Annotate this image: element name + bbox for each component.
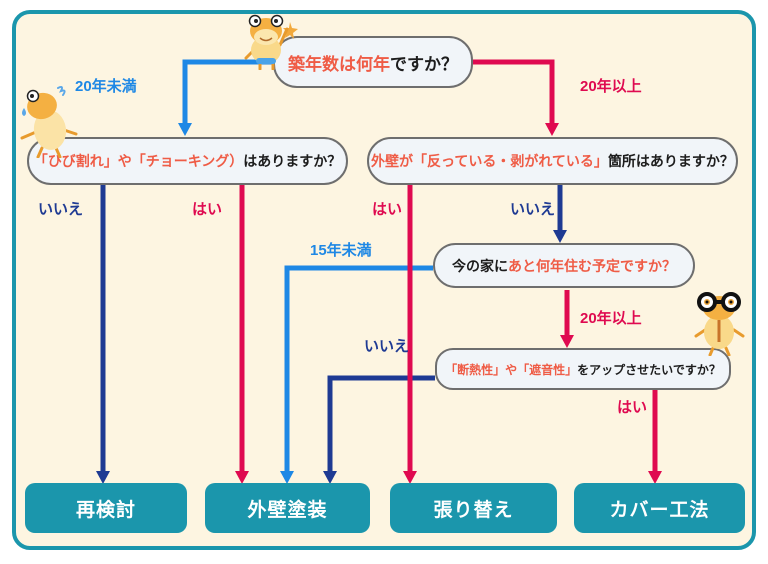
teardrop-icon <box>22 108 26 116</box>
label-live-over20: 20年以上 <box>580 310 642 327</box>
sparkle-star-icon <box>283 22 298 39</box>
question-rest-text: 箇所はありますか？ <box>607 153 734 169</box>
label-crack-yes: はい <box>192 201 223 218</box>
question-box-building-age: 築年数は何年ですか？ <box>273 36 473 88</box>
label-warp-no: いいえ <box>510 201 556 218</box>
label-warp-yes: はい <box>372 201 403 218</box>
question-box-years-to-live: 今の家にあと何年住む予定ですか？ <box>433 243 695 288</box>
question-highlight-text: 「断熱性」や「遮音性」 <box>445 362 578 377</box>
connector-live-under15 <box>280 265 433 484</box>
label-crack-no: いいえ <box>38 201 84 218</box>
question-highlight-text: 築年数は何年 <box>288 54 390 74</box>
connector-age-under20 <box>178 59 273 136</box>
result-box-cover-method: カバー工法 <box>574 483 745 533</box>
frog-mascot <box>244 14 298 70</box>
question-prefix-text: 今の家に <box>452 257 508 274</box>
connector-age-over20 <box>473 59 559 136</box>
question-highlight-text: あと何年住む予定ですか？ <box>508 257 676 274</box>
worried-frog-mascot <box>20 86 78 158</box>
result-box-replacement: 張り替え <box>390 483 557 533</box>
question-box-cracks-chalking: 「ひび割れ」や「チョーキング）はありますか？ <box>27 137 348 185</box>
connector-upgrade-no <box>323 375 435 484</box>
sweat-marks-icon <box>57 86 66 96</box>
question-rest-text: はありますか？ <box>243 153 342 169</box>
question-box-warp-peel: 外壁が「反っている・剥がれている」箇所はありますか？ <box>367 137 738 185</box>
question-box-insulation-soundproof: 「断熱性」や「遮音性」をアップさせたいですか？ <box>435 348 731 390</box>
label-age-under20: 20年未満 <box>75 78 137 95</box>
label-upgrade-no: いいえ <box>364 338 410 355</box>
question-rest-text: ですか？ <box>390 54 458 74</box>
label-live-under15: 15年未満 <box>310 242 372 259</box>
label-age-over20: 20年以上 <box>580 78 642 95</box>
question-highlight-text: 外壁が「反っている・剥がれている」 <box>371 153 608 169</box>
result-box-reconsider: 再検討 <box>25 483 187 533</box>
result-box-exterior-painting: 外壁塗装 <box>205 483 370 533</box>
question-highlight-text: 「ひび割れ」や「チョーキング） <box>33 153 244 169</box>
glasses-frog-mascot <box>694 292 745 356</box>
label-upgrade-yes: はい <box>617 399 648 416</box>
question-rest-text: をアップさせたいですか？ <box>577 362 721 377</box>
